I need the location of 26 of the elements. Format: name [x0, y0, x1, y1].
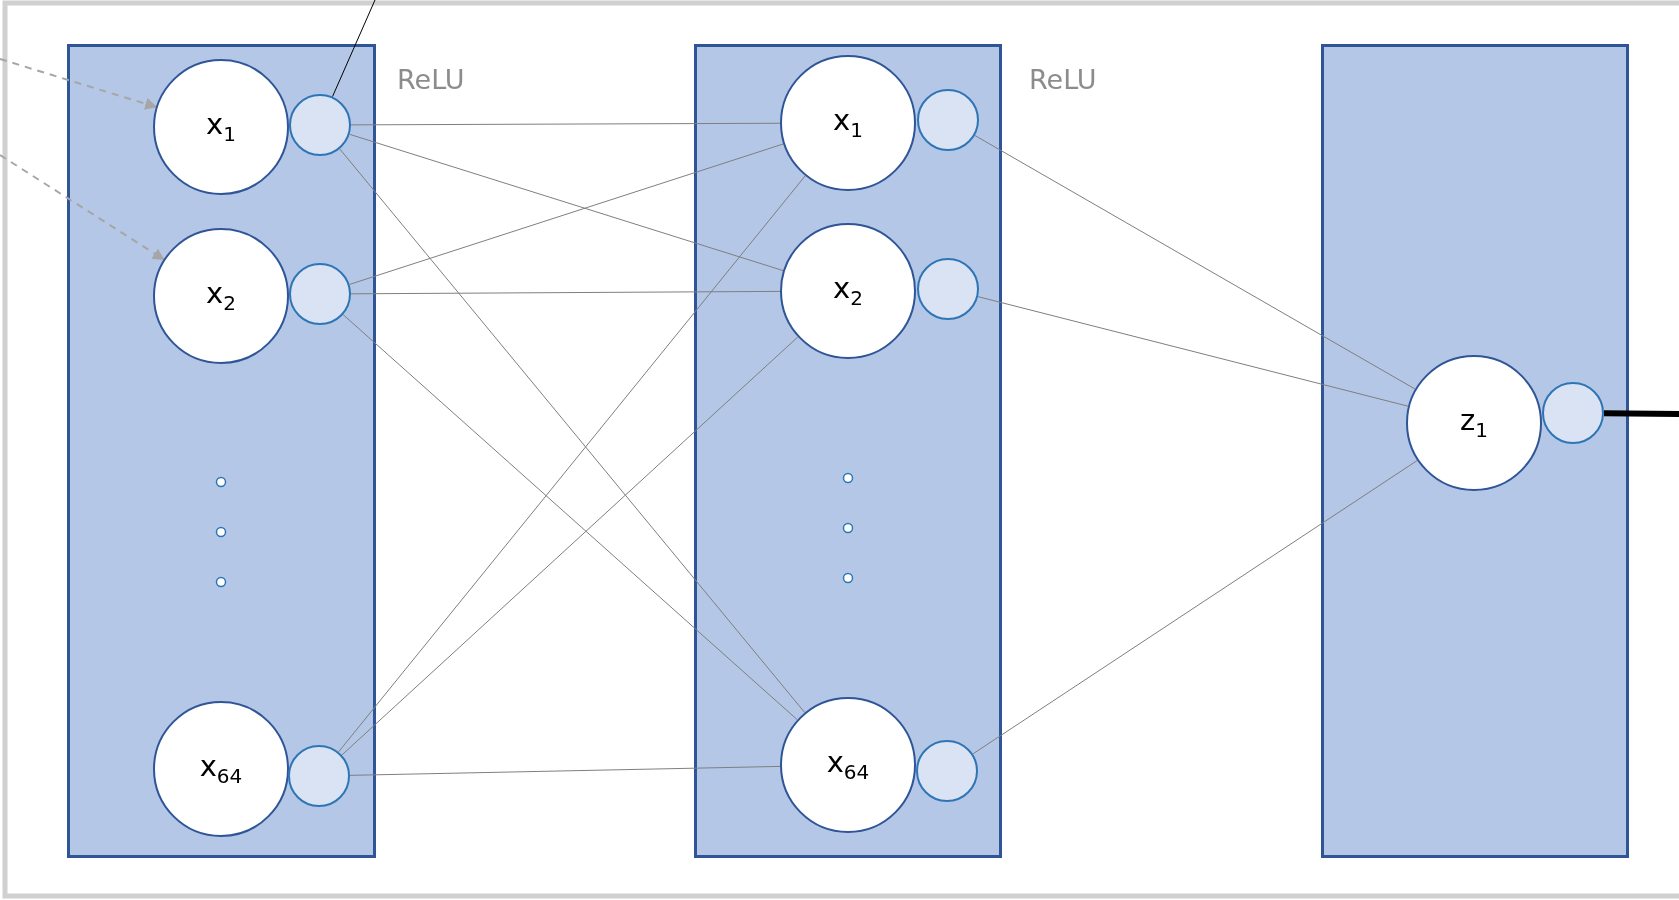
activation-circle: [289, 263, 351, 325]
connection-line: [332, 0, 376, 98]
neuron-label: x$_{2}$: [206, 279, 236, 313]
neuron-label: x$_{1}$: [833, 106, 863, 140]
connection-line: [350, 290, 781, 295]
layer-panel: [694, 44, 1002, 858]
connection-line: [349, 765, 781, 776]
activation-circle: [289, 94, 351, 156]
connection-line: [1603, 410, 1679, 417]
neuron-label: x$_{64}$: [199, 752, 243, 786]
activation-label: ReLU: [1029, 64, 1097, 95]
connection-line: [974, 134, 1416, 390]
neuron-label: z$_{1}$: [1460, 406, 1488, 440]
arrow: [0, 154, 165, 261]
layer-panel: [67, 44, 376, 858]
activation-label: ReLU: [397, 64, 465, 95]
neuron-label: x$_{1}$: [206, 110, 236, 144]
activation-circle: [288, 745, 350, 807]
connection-line: [350, 122, 781, 126]
connection-line: [349, 143, 784, 285]
connection-line: [349, 133, 784, 272]
connection-line: [972, 459, 1418, 755]
layer-panel: [1321, 44, 1629, 858]
neuron-label: x$_{64}$: [826, 748, 870, 782]
neuron-label: x$_{2}$: [833, 274, 863, 308]
arrow: [0, 58, 158, 110]
